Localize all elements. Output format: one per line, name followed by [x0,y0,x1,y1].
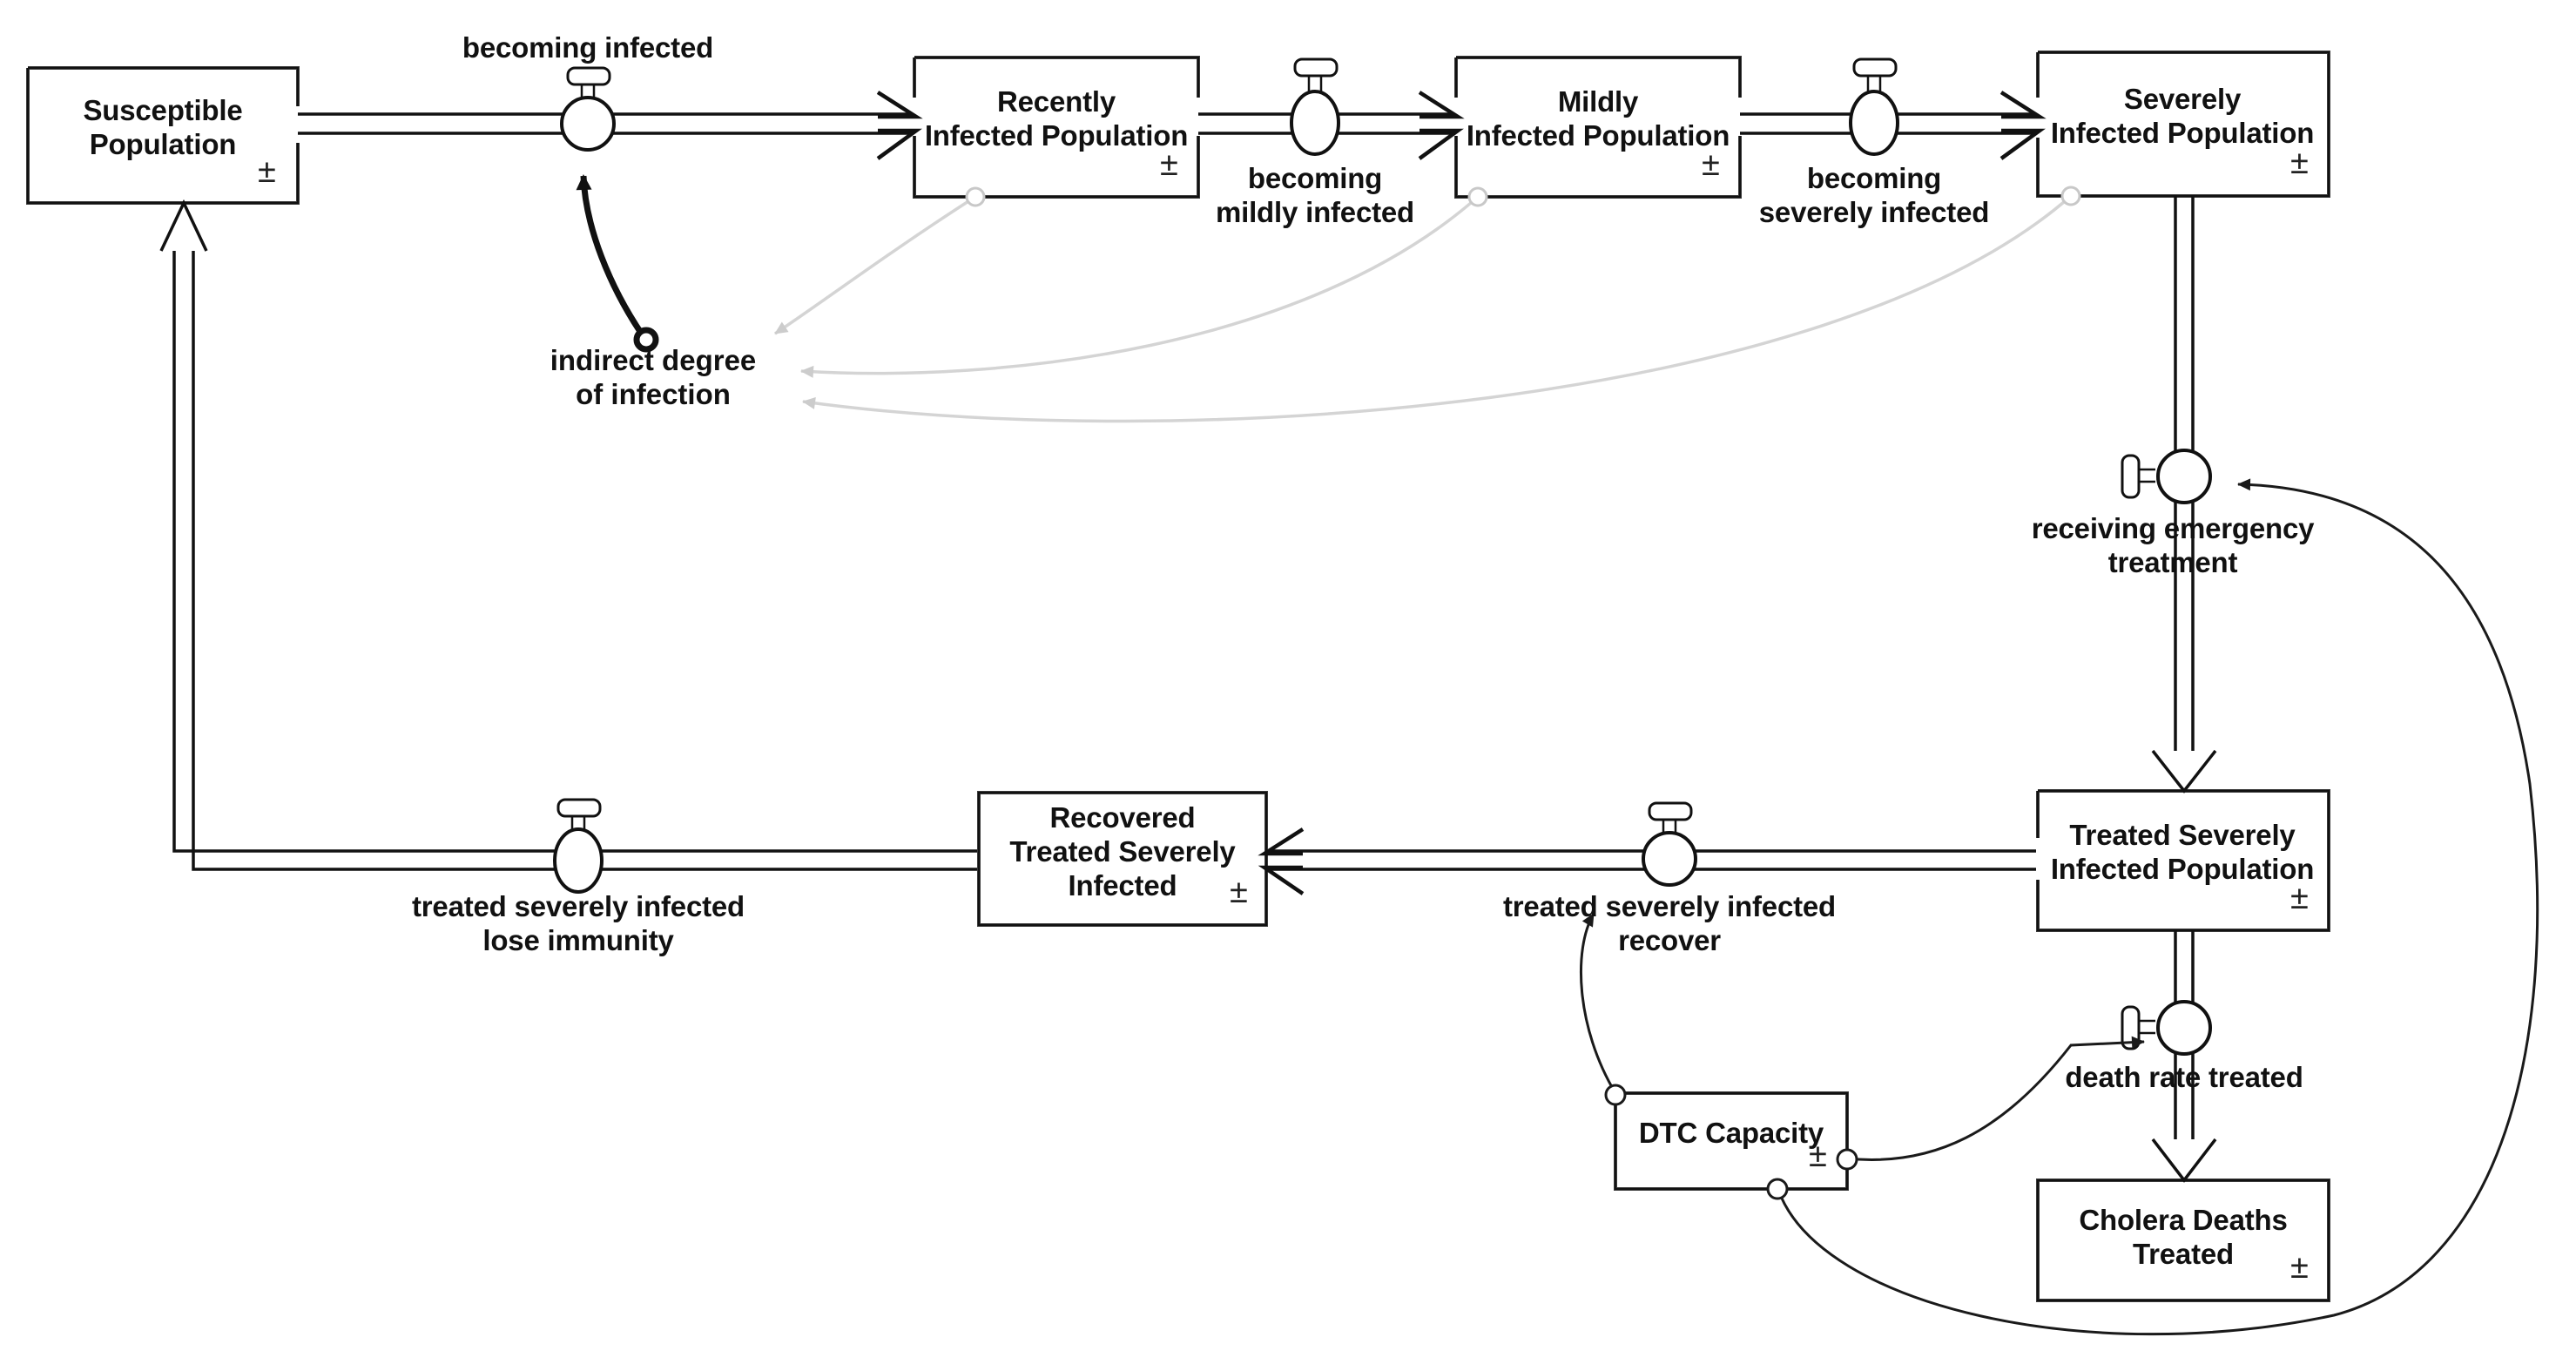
valve-becoming-mildly-infected[interactable] [1290,57,1340,156]
stock-box-recovered-treated[interactable] [977,791,1268,927]
valve-treated-severely-recover[interactable] [1642,801,1697,887]
causal-link-mildly-to-indirect [800,186,1488,378]
causal-link-dtc-to-receiving [1766,478,2539,1336]
stock-box-susceptible[interactable] [26,66,300,205]
valve-receiving-emergency-treatment[interactable] [2121,449,2212,504]
causal-link-recently-to-indirect [774,186,986,335]
valve-becoming-severely-infected[interactable] [1849,57,1899,156]
stock-box-recently-infected[interactable] [913,56,1200,199]
valve-lose-immunity[interactable] [553,798,604,894]
valve-becoming-infected[interactable] [560,66,616,152]
stock-box-cholera-deaths[interactable] [2036,1179,2330,1302]
stock-box-mildly-infected[interactable] [1454,56,1742,199]
flow-pipe-lose-immunity [159,199,977,871]
causal-link-dtc-to-death-rate [1836,1036,2145,1171]
stock-box-treated-severely[interactable] [2036,789,2330,932]
valve-death-rate-treated[interactable] [2121,1000,2212,1056]
stock-box-severely-infected[interactable] [2036,51,2330,198]
causal-link-severely-to-indirect [802,186,2081,423]
causal-link-indirect-to-becoming-infected [576,174,659,353]
causal-link-dtc-to-recover [1579,913,1627,1106]
stock-box-dtc-capacity[interactable] [1614,1091,1849,1191]
